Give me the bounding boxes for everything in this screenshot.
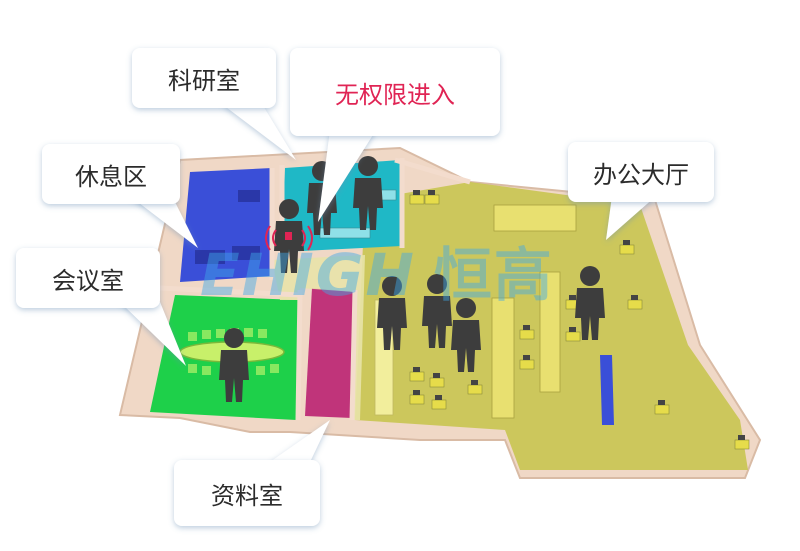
callout-pointers [120, 104, 656, 462]
watermark-cjk: 恒高 [433, 241, 554, 309]
label-no-permission: 无权限进入 [335, 80, 455, 109]
label-meeting-room: 会议室 [52, 266, 124, 295]
callout-boxes [16, 48, 714, 526]
watermark-latin: EHIGH [200, 241, 416, 309]
label-office-hall: 办公大厅 [593, 160, 689, 189]
label-rest-area: 休息区 [75, 162, 147, 191]
callout-box-rest [42, 144, 180, 204]
callout-box-research [132, 48, 276, 108]
callout-box-archive [174, 460, 320, 526]
callout-box-meeting [16, 248, 160, 308]
label-archive-room: 资料室 [211, 481, 283, 510]
callout-box-no-permission [290, 48, 500, 136]
office-desks [374, 189, 750, 450]
archive-room-zone [305, 288, 355, 418]
label-research-room: 科研室 [168, 66, 240, 95]
hall-partition [600, 355, 614, 425]
callout-box-office [568, 142, 714, 202]
alert-signal-icon [265, 225, 313, 251]
rest-area-sofas [195, 190, 260, 264]
